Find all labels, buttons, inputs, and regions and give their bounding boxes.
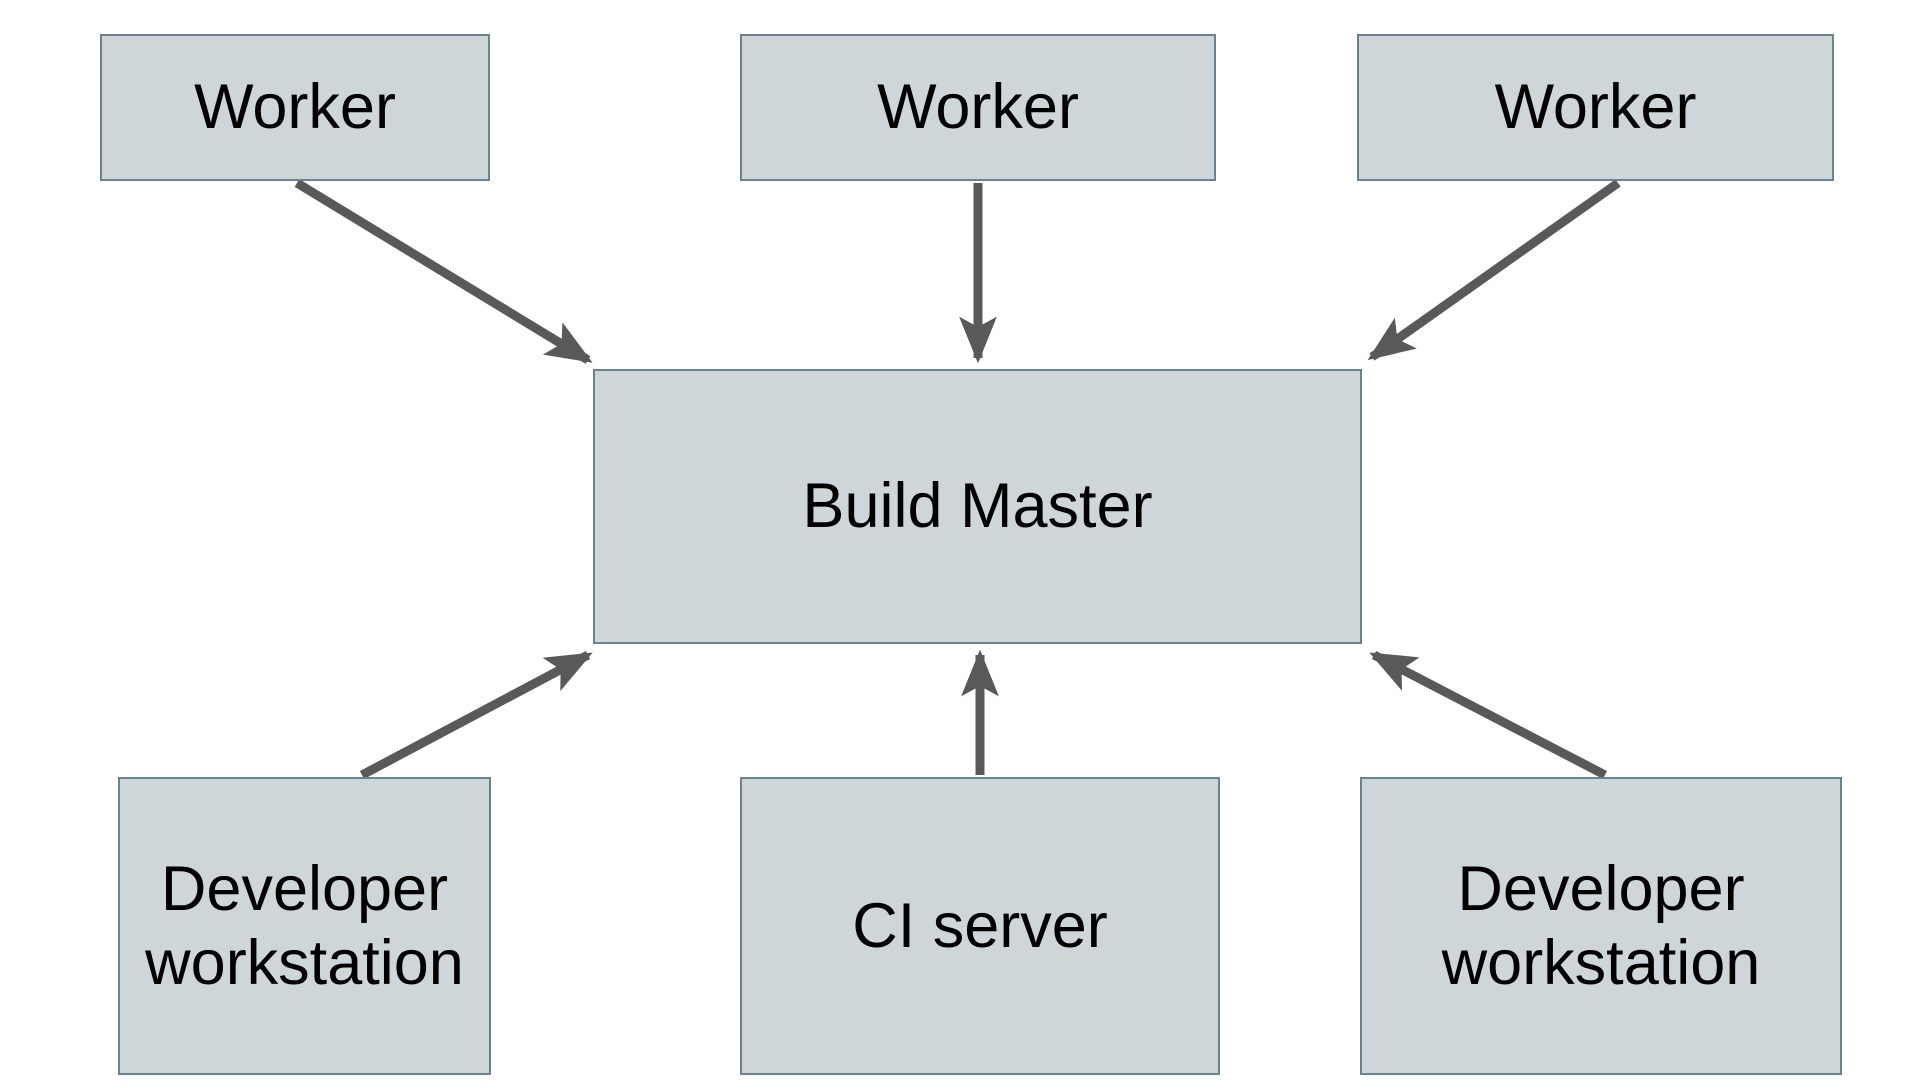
node-worker-3-label: Worker xyxy=(1494,72,1697,143)
node-ci-server[interactable]: CI server xyxy=(740,777,1220,1075)
edge-worker-1-to-build-master xyxy=(294,179,593,364)
edge-dev-right-to-build-master xyxy=(1369,651,1608,779)
node-worker-1[interactable]: Worker xyxy=(100,34,490,181)
node-worker-3[interactable]: Worker xyxy=(1357,34,1834,181)
edge-worker-3-to-build-master xyxy=(1367,179,1621,361)
node-build-master[interactable]: Build Master xyxy=(593,369,1362,644)
node-developer-workstation-left[interactable]: Developer workstation xyxy=(118,777,491,1075)
node-developer-workstation-right[interactable]: Developer workstation xyxy=(1360,777,1842,1075)
node-worker-1-label: Worker xyxy=(194,72,396,143)
node-developer-workstation-left-label: Developer workstation xyxy=(145,853,464,998)
node-worker-2[interactable]: Worker xyxy=(740,34,1216,181)
node-build-master-label: Build Master xyxy=(802,471,1153,542)
node-worker-2-label: Worker xyxy=(877,72,1079,143)
edge-dev-left-to-build-master xyxy=(359,651,593,779)
node-ci-server-label: CI server xyxy=(852,890,1108,961)
node-developer-workstation-right-label: Developer workstation xyxy=(1441,853,1761,998)
